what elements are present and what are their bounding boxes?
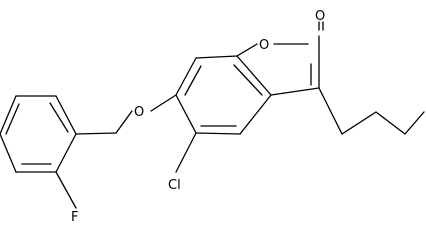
- molecule-canvas: O O O Cl F: [0, 9, 425, 224]
- bond-c6-c5: [195, 132, 241, 135]
- atom-label-carbonyl-oxygen: O: [315, 9, 325, 24]
- fluorophenyl-ring: [0, 95, 77, 209]
- atom-label-fluorine: F: [71, 210, 78, 224]
- bond-ar6-ar1: [55, 133, 77, 173]
- bond-c8a-c8: [195, 55, 238, 59]
- bond-c8-c7-double: [184, 65, 202, 96]
- bond-ar1-ar2: [55, 95, 77, 135]
- bond-butyl3-butyl4: [404, 111, 425, 135]
- bond-c5-c4a: [239, 94, 272, 135]
- bond-ch2-aryl: [75, 132, 117, 135]
- bond-ar3-ar4: [0, 95, 17, 135]
- bond-c4-butyl1: [318, 87, 343, 135]
- bond-c8-c7: [175, 57, 197, 96]
- bond-ar1-ar2-double: [49, 102, 69, 133]
- pyranone-ring: [236, 21, 324, 96]
- bond-c6-cl: [175, 132, 197, 173]
- benzo-ring: [175, 55, 272, 135]
- butyl-chain: [318, 87, 425, 135]
- atom-label-chlorine: Cl: [168, 178, 181, 193]
- bond-ar6-f: [55, 171, 77, 209]
- bond-o1-c8a: [236, 43, 258, 57]
- bond-ether-o-ch2: [115, 110, 133, 134]
- bond-c7-ether-o: [150, 94, 177, 112]
- bond-butyl1-butyl2: [341, 111, 377, 135]
- bond-butyl2-butyl3: [375, 111, 406, 135]
- atom-label-ring-oxygen: O: [259, 38, 269, 53]
- bond-ar4-ar5: [0, 133, 17, 173]
- benzyloxy-group: [75, 94, 177, 135]
- atom-label-ether-oxygen: O: [134, 105, 144, 120]
- bond-c4-c4a: [270, 87, 320, 96]
- bond-c4a-c8a: [236, 55, 272, 96]
- molecule-structure: O O O Cl F: [0, 9, 425, 224]
- bond-c4a-c8a-double: [233, 64, 263, 96]
- bond-c7-c6: [175, 94, 197, 134]
- bond-ar3-ar4-double: [5, 103, 20, 135]
